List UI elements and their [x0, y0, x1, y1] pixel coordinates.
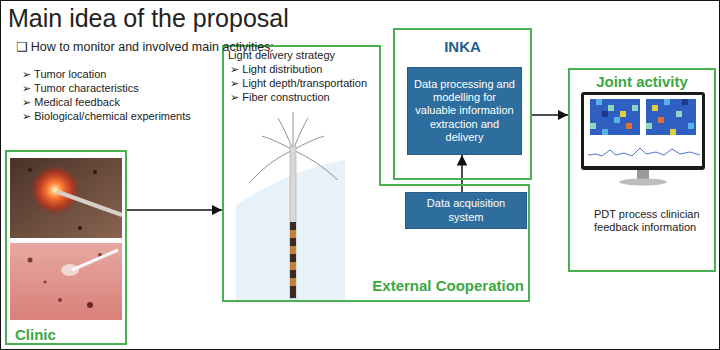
bullet-item: ➢ Light depth/transportation [230, 77, 367, 90]
joint-activity-box: Joint activityPDT process clinician feed… [568, 68, 716, 272]
inka-box: INKA Data processing and modelling for va… [393, 28, 532, 180]
bullet-item: ➢ Light distribution [230, 63, 322, 76]
bullet-item: ➢ Biological/chemical experiments [22, 110, 191, 123]
bullet-item: ➢ Medical feedback [22, 96, 120, 109]
box-heading: Joint activity [570, 73, 714, 91]
box-heading: INKA [395, 38, 530, 56]
clinic-photo-bottom [10, 243, 122, 320]
slide-title: Main idea of the proposal [8, 3, 289, 33]
bullet-item: ➢ Tumor location [22, 68, 106, 81]
box-text: Data processing and modelling for valuab… [412, 78, 517, 144]
process-box: Data processing and modelling for valuab… [407, 67, 522, 155]
bullet-item: ➢ Tumor characteristics [22, 82, 139, 95]
flow-arrow [127, 209, 222, 211]
process-box: Data acquisition system [405, 192, 527, 229]
fiber-illustration [236, 112, 345, 300]
clinic-box: Clinic [5, 150, 127, 345]
box-text: Data acquisition system [410, 197, 522, 223]
box-heading: Clinic [15, 326, 56, 344]
region-label: External Cooperation [350, 277, 524, 295]
monitor-illustration [581, 92, 705, 186]
clinic-photo-top [10, 158, 122, 238]
section-heading: Light delivery strategy [228, 49, 335, 62]
flow-arrow [532, 114, 568, 116]
region-outline [223, 46, 529, 301]
flow-arrow [461, 155, 463, 192]
bullet-item: ➢ Fiber construction [230, 91, 330, 104]
caption-text: PDT process clinician feedback informati… [594, 208, 710, 234]
